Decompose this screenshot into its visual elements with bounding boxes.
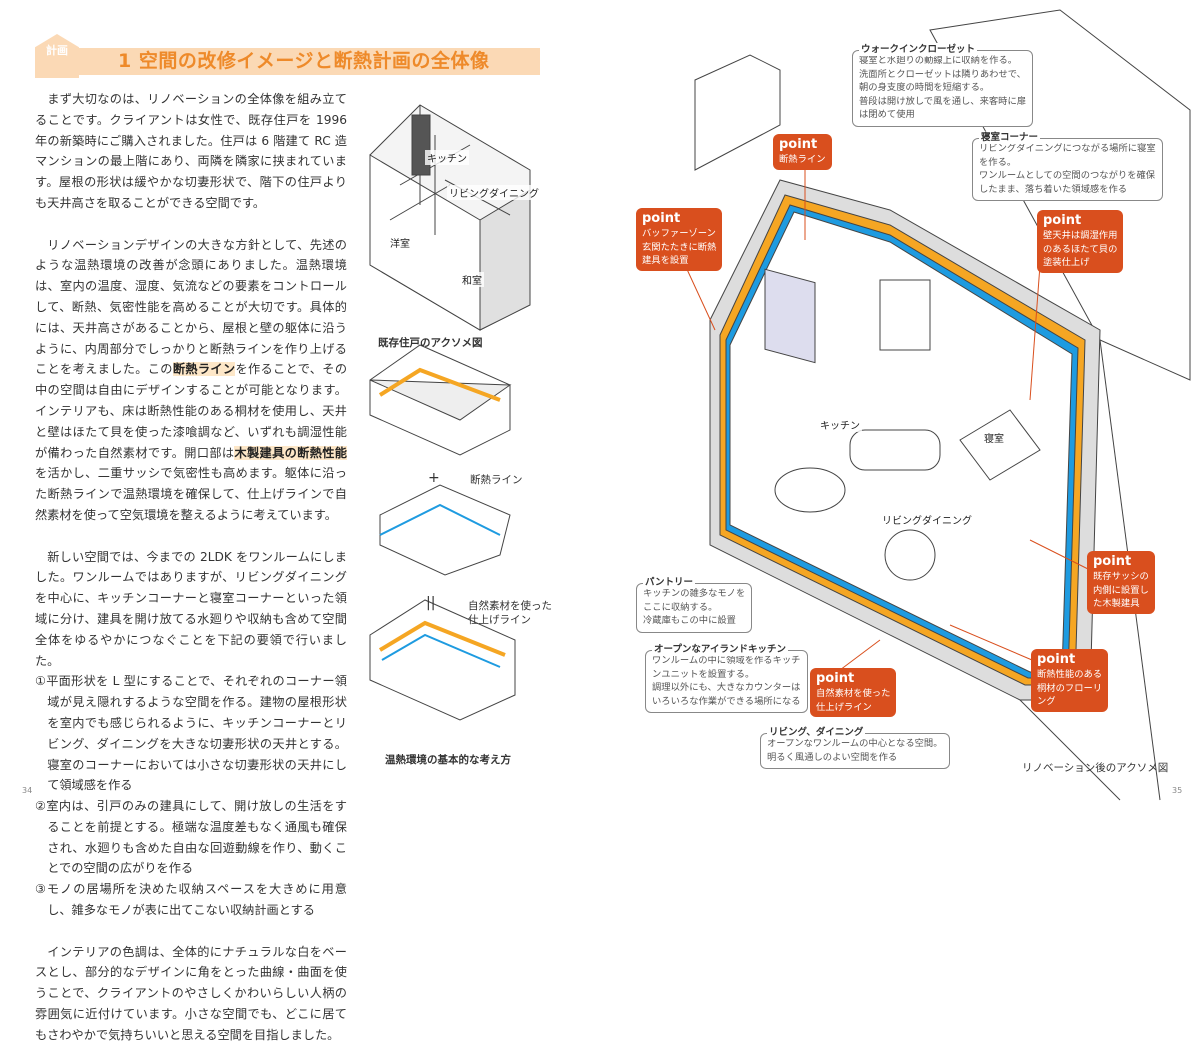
paragraph-4: インテリアの色調は、全体的にナチュラルな白をベースとし、部分的なデザインに角をと… xyxy=(35,944,347,1042)
label-living-dining-right: リビングダイニング xyxy=(880,512,974,527)
note-line: キッチンの雑多なモノを xyxy=(643,588,746,599)
note-line: ンユニットを設置する。 xyxy=(652,668,755,680)
equals-sign: || xyxy=(426,595,436,611)
point-heading: point xyxy=(779,137,818,152)
house-insulation xyxy=(369,344,512,456)
highlight-insulation-line: 断熱ライン xyxy=(172,362,236,377)
point-heading: point xyxy=(816,671,855,686)
note-line: したまま、落ち着いた領域感を作る xyxy=(979,183,1128,195)
paragraph-3: 新しい空間では、今までの 2LDK をワンルームにしました。ワンルームではありま… xyxy=(35,549,347,668)
point-paulownia-flooring: point 断熱性能のある桐材のフローリング xyxy=(1031,649,1109,712)
house-finish xyxy=(379,484,511,576)
point-insulation-line: point 断熱ライン xyxy=(773,134,832,170)
point-line: 断熱ライン xyxy=(779,154,826,165)
point-buffer-zone: point バッファーゾーン玄関たたきに断熱建具を設置 xyxy=(636,208,723,271)
text: リノベーションデザインの大きな方針として、先述のような温熱環境の改善が念頭にあり… xyxy=(35,237,347,377)
note-line: リビングダイニングにつながる場所に寝室 xyxy=(979,143,1156,154)
label-kitchen: キッチン xyxy=(425,150,469,165)
title-bar xyxy=(35,48,540,75)
label-western-room: 洋室 xyxy=(388,235,412,250)
point-heading: point xyxy=(642,211,681,226)
point-heading: point xyxy=(1043,213,1082,228)
point-line: た木製建具 xyxy=(1093,598,1140,609)
label-living-dining: リビングダイニング xyxy=(447,185,541,200)
caption-renovation: リノベーション後のアクソメ図 xyxy=(1022,762,1169,774)
note-line: ワンルームの中に領域を作るキッチ xyxy=(652,655,801,666)
label-kitchen-right: キッチン xyxy=(818,417,862,432)
point-wall-ceiling: point 壁天井は調湿作用のあるほたて貝の塗装仕上げ xyxy=(1037,210,1124,273)
label-finish-2: 仕上げライン xyxy=(468,614,531,626)
caption-thermal: 温熱環境の基本的な考え方 xyxy=(385,754,511,766)
point-heading: point xyxy=(1093,554,1132,569)
note-line: 寝室と水廻りの動線上に収納を作る。 xyxy=(859,55,1018,66)
list-item: ②室内は、引戸のみの建具にして、開け放しの生活をすることを前提とする。極端な温度… xyxy=(35,799,347,876)
highlight-wooden-fittings: 木製建具の断熱性能 xyxy=(234,445,347,460)
label-bedroom: 寝室 xyxy=(982,430,1006,445)
note-line: 明るく風通しのよい空間を作る xyxy=(767,751,898,763)
text: を活かし、二重サッシで気密性も高めます。躯体に沿った断熱ラインで温熱環境を確保し… xyxy=(35,466,347,522)
label-insulation-line: 断熱ライン xyxy=(470,474,523,486)
point-line: 自然素材を使った xyxy=(816,688,891,699)
note-line: 朝の身支度の時間を短縮する。 xyxy=(859,82,990,93)
note-line: 普段は開け放しで風を通し、来客時に扉 xyxy=(859,95,1027,107)
point-line: バッファーゾーン xyxy=(642,228,716,239)
point-finish-line: point 自然素材を使った仕上げライン xyxy=(810,668,897,717)
note-line: 洗面所とクローゼットは隣りあわせで、 xyxy=(859,68,1026,80)
section-tab-label: 計画 xyxy=(46,44,68,57)
note-title: リビング、ダイニング xyxy=(767,726,866,739)
point-line: 建具を設置 xyxy=(642,255,689,266)
list-item: ①平面形状を L 型にすることで、それぞれのコーナー領域が見え隠れするような空間… xyxy=(35,674,347,793)
point-line: 塗装仕上げ xyxy=(1043,257,1090,268)
note-line: を作る。 xyxy=(979,156,1017,168)
point-line: 既存サッシの xyxy=(1093,571,1149,582)
note-line: ワンルームとしての空間のつながりを確保 xyxy=(979,170,1156,181)
existing-axonometric xyxy=(369,104,531,331)
point-line: 仕上げライン xyxy=(816,701,872,713)
note-line: いろいろな作業ができる場所になる xyxy=(652,695,801,707)
paragraph-1: まず大切なのは、リノベーションの全体像を組み立てることです。クライアントは女性で… xyxy=(35,92,347,210)
thermal-diagrams xyxy=(369,104,531,721)
note-line: 調理以外にも、大きなカウンターは xyxy=(652,682,801,693)
point-line: 内側に設置し xyxy=(1093,584,1149,596)
note-pantry: パントリー キッチンの雑多なモノをここに収納する。冷蔵庫もこの中に設置 xyxy=(636,576,753,633)
point-line: ング xyxy=(1037,696,1056,707)
note-walk-in-closet: ウォークインクローゼット 寝室と水廻りの動線上に収納を作る。洗面所とクローゼット… xyxy=(852,43,1034,127)
note-line: 冷蔵庫もこの中に設置 xyxy=(643,615,736,626)
house-combined xyxy=(369,599,516,721)
note-title: パントリー xyxy=(643,576,695,589)
body-text: まず大切なのは、リノベーションの全体像を組み立てることです。クライアントは女性で… xyxy=(35,89,347,1046)
note-line: は閉めて使用 xyxy=(859,109,915,120)
point-line: 断熱性能のある xyxy=(1037,669,1103,680)
label-japanese-room: 和室 xyxy=(460,272,484,287)
note-title: 寝室コーナー xyxy=(979,131,1041,144)
list-item: ③モノの居場所を決めた収納スペースを大きめに用意し、雑多なモノが表に出てこない収… xyxy=(35,882,347,918)
page-number-left: 34 xyxy=(22,786,33,795)
point-line: のあるほたて貝の xyxy=(1043,243,1118,255)
note-title: オープンなアイランドキッチン xyxy=(652,643,788,656)
note-living-dining: リビング、ダイニング オープンなワンルームの中心となる空間。明るく風通しのよい空… xyxy=(760,726,950,769)
label-finish-1: 自然素材を使った xyxy=(468,600,552,612)
note-bedroom-corner: 寝室コーナー リビングダイニングにつながる場所に寝室を作る。ワンルームとしての空… xyxy=(972,131,1163,201)
point-wooden-fittings: point 既存サッシの内側に設置した木製建具 xyxy=(1087,551,1155,614)
note-island-kitchen: オープンなアイランドキッチン ワンルームの中に領域を作るキッチンユニットを設置す… xyxy=(645,643,808,713)
plus-sign: + xyxy=(428,470,440,486)
point-line: 桐材のフローリ xyxy=(1037,682,1103,694)
note-line: オープンなワンルームの中心となる空間。 xyxy=(767,738,943,749)
page-title: 1 空間の改修イメージと断熱計画の全体像 xyxy=(118,50,490,72)
note-line: ここに収納する。 xyxy=(643,601,718,613)
point-line: 玄関たたきに断熱 xyxy=(642,241,717,253)
note-title: ウォークインクローゼット xyxy=(859,43,978,56)
point-heading: point xyxy=(1037,652,1076,667)
caption-existing: 既存住戸のアクソメ図 xyxy=(378,337,483,349)
page-number-right: 35 xyxy=(1172,786,1183,795)
paragraph-2: リノベーションデザインの大きな方針として、先述のような温熱環境の改善が念頭にあり… xyxy=(35,235,347,526)
text: を作ることで、その中の空間は自由にデザインすることが可能となります。インテリアも… xyxy=(35,362,348,460)
point-line: 壁天井は調湿作用 xyxy=(1043,230,1118,241)
